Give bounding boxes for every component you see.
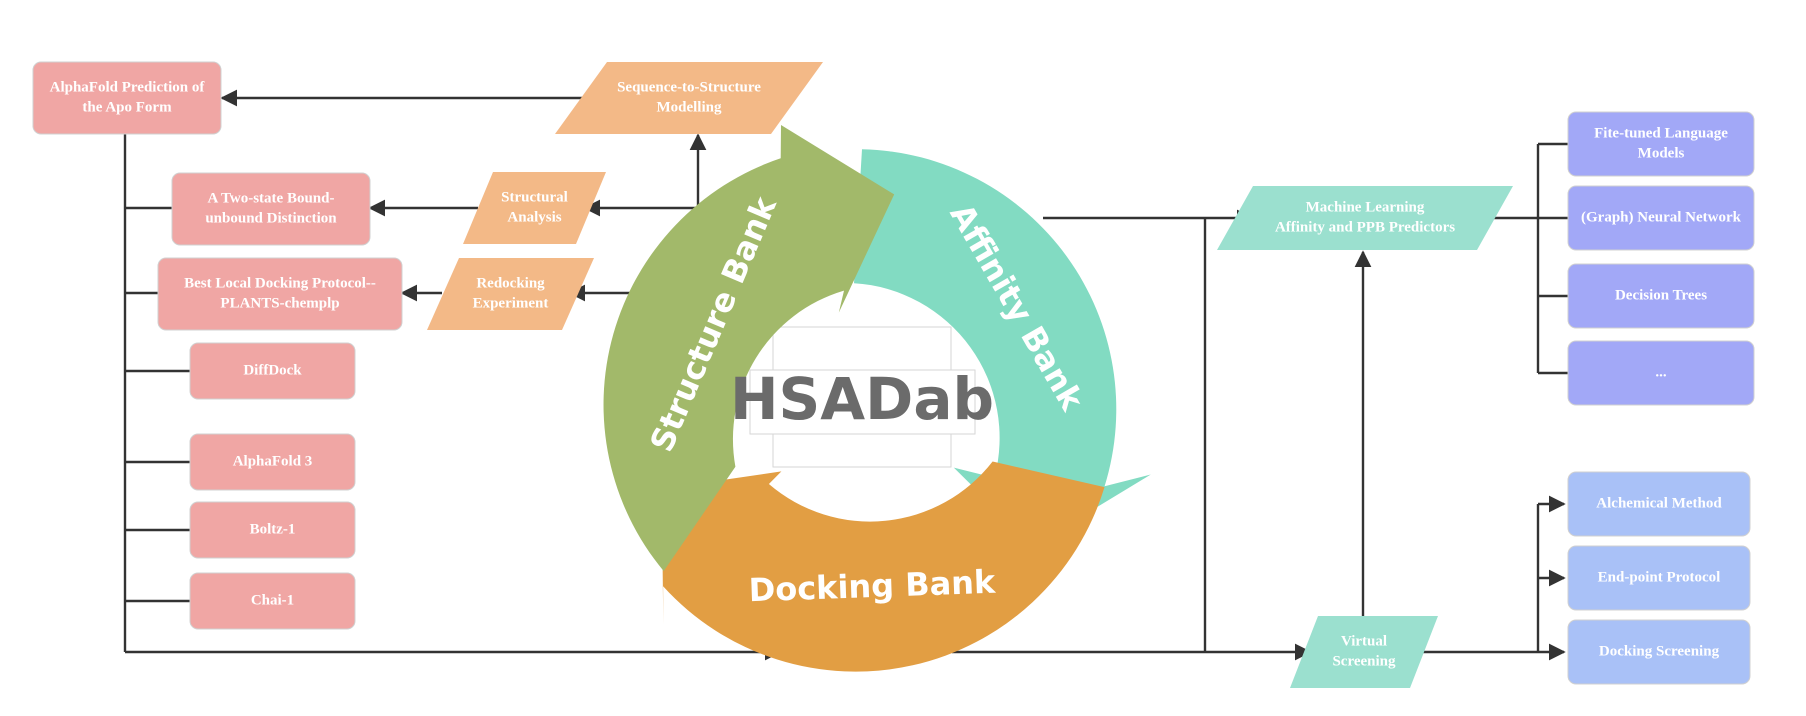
ml-model-box-1-label: (Graph) Neural Network [1581, 209, 1742, 225]
method-box-5-shape [189, 501, 356, 559]
screening-box-2: Docking Screening [1567, 619, 1751, 685]
screening-box-0-label: Alchemical Method [1596, 495, 1722, 511]
process-box-2-label-line: Experiment [473, 295, 549, 311]
ml-predictor-box-label-line: Affinity and PPB Predictors [1275, 219, 1455, 235]
ml-model-box-1-label-line: (Graph) Neural Network [1581, 209, 1742, 225]
virtual-screening-box-label-line: Screening [1332, 653, 1396, 669]
virtual-screening-box-shape [1290, 616, 1438, 688]
ml-model-box-3-label-line: ... [1655, 364, 1667, 380]
method-box-3: DiffDock [189, 342, 356, 400]
title-frame-inner [749, 369, 976, 435]
method-box-6: Chai-1 [189, 572, 356, 630]
connectors [123, 89, 1568, 661]
ml-predictor-box-label-line: Machine Learning [1306, 199, 1425, 215]
ml-model-box-2-label: Decision Trees [1615, 287, 1707, 303]
process-box-2-shape [427, 258, 594, 330]
method-box-2-shape [157, 257, 403, 331]
method-box-5-label-line: Boltz-1 [250, 521, 296, 537]
structure-bank-arrow [603, 125, 895, 572]
method-box-6-label-line: Chai-1 [251, 592, 294, 608]
screening-box-0: Alchemical Method [1567, 471, 1751, 537]
method-box-4: AlphaFold 3 [189, 433, 356, 491]
ml-model-box-0-shape [1567, 111, 1755, 177]
screening-box-2-label-line: Docking Screening [1599, 643, 1720, 659]
ml-model-box-2-shape [1567, 263, 1755, 329]
method-box-1-label: A Two-state Bound-unbound Distinction [205, 190, 337, 226]
process-box-1-label-line: Analysis [507, 209, 561, 225]
nodes: AlphaFold Prediction of the Apo Form A Two… [32, 61, 1755, 688]
ml-model-box-2-label-line: Decision Trees [1615, 287, 1707, 303]
ml-model-box-3-shape [1567, 340, 1755, 406]
method-box-2-label: Best Local Docking Protocol-- PLANTS-chem… [184, 275, 376, 311]
method-box-1-label-line: unbound Distinction [205, 210, 337, 226]
screening-box-1-label-line: End-point Protocol [1598, 569, 1721, 585]
method-box-0-label-line: the Apo Form [82, 99, 172, 115]
ml-model-box-3-label: ... [1655, 364, 1667, 380]
affinity-bank-arrow [854, 149, 1151, 546]
screening-box-0-label-line: Alchemical Method [1596, 495, 1722, 511]
method-box-1-shape [171, 172, 371, 246]
ml-model-box-0-label-line: Models [1638, 145, 1685, 161]
screening-box-2-label: Docking Screening [1599, 643, 1720, 659]
docking-bank-arrow [661, 461, 1105, 672]
method-box-6-shape [189, 572, 356, 630]
process-box-2-label-line: Redocking [476, 275, 545, 291]
method-box-3-label-line: DiffDock [243, 362, 302, 378]
process-box-0-label-line: Sequence-to-Structure [617, 79, 761, 95]
screening-box-1-shape [1567, 545, 1751, 611]
method-box-3-shape [189, 342, 356, 400]
screening-box-1-label: End-point Protocol [1598, 569, 1721, 585]
screening-box-0-shape [1567, 471, 1751, 537]
method-box-2-label-line: PLANTS-chemplp [220, 295, 339, 311]
method-box-5-label: Boltz-1 [250, 521, 296, 537]
process-box-0-label-line: Modelling [656, 99, 722, 115]
docking-bank-label: Docking Bank [748, 563, 997, 610]
ml-predictor-box-shape [1217, 186, 1513, 250]
screening-box-2-shape [1567, 619, 1751, 685]
process-box-1-shape [463, 172, 606, 244]
method-box-2-label-line: Best Local Docking Protocol-- [184, 275, 376, 291]
ml-model-box-0-label-line: Fite-tuned Language [1594, 125, 1728, 141]
method-box-4-label: AlphaFold 3 [233, 453, 313, 469]
method-box-4-shape [189, 433, 356, 491]
ml-model-box-2: Decision Trees [1567, 263, 1755, 329]
method-box-5: Boltz-1 [189, 501, 356, 559]
method-box-1-label-line: A Two-state Bound- [208, 190, 335, 206]
process-box-0-shape [555, 62, 823, 134]
method-box-3-label: DiffDock [243, 362, 302, 378]
method-box-2: Best Local Docking Protocol-- PLANTS-chem… [157, 257, 403, 331]
method-box-4-label-line: AlphaFold 3 [233, 453, 313, 469]
ml-model-box-3: ... [1567, 340, 1755, 406]
method-box-6-label: Chai-1 [251, 592, 294, 608]
method-box-0: AlphaFold Prediction of the Apo Form [32, 61, 222, 135]
method-box-0-label-line: AlphaFold Prediction of [50, 79, 206, 95]
screening-box-1: End-point Protocol [1567, 545, 1751, 611]
page-title: HSADab [730, 365, 994, 433]
process-box-1-label-line: Structural [501, 189, 568, 205]
virtual-screening-box-label-line: Virtual [1341, 633, 1387, 649]
ml-model-box-1-shape [1567, 185, 1755, 251]
ml-model-box-1: (Graph) Neural Network [1567, 185, 1755, 251]
method-box-0-label: AlphaFold Prediction of the Apo Form [50, 79, 206, 115]
method-box-1: A Two-state Bound-unbound Distinction [171, 172, 371, 246]
method-box-0-shape [32, 61, 222, 135]
